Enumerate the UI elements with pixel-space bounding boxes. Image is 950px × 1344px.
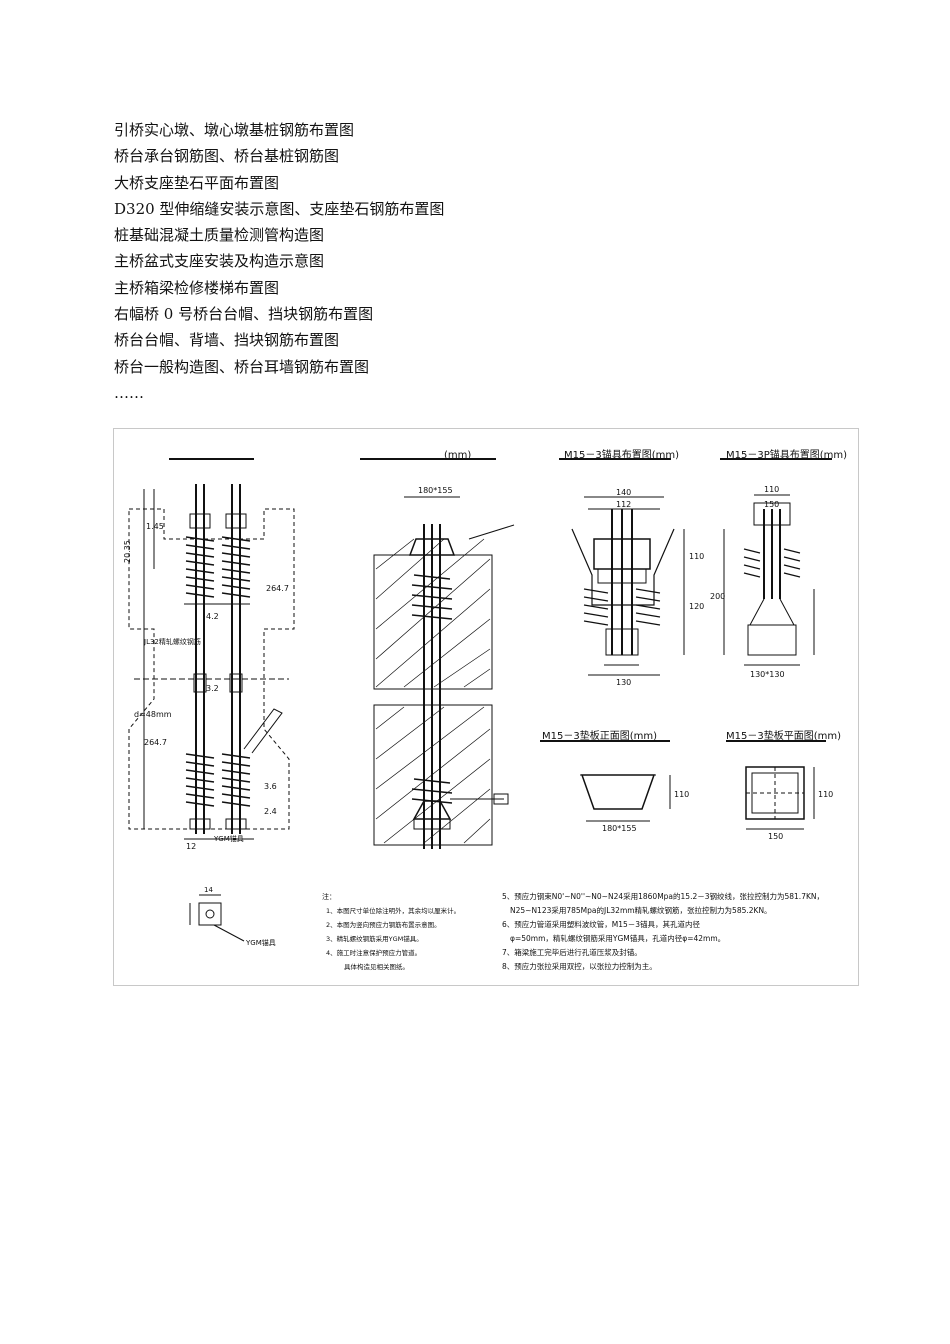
- dim-label: 180*155: [602, 824, 637, 833]
- list-item: 主桥盆式支座安装及构造示意图: [114, 252, 325, 271]
- dim-label: 264.7: [144, 738, 167, 747]
- dim-label: 2.4: [264, 807, 277, 816]
- pier-elevation-view: [128, 458, 295, 840]
- engineering-drawing: 20.35 1.45 264.7 264.7 d=48mm 4.2 3.2 3.…: [113, 428, 859, 986]
- duct-section-view: [360, 458, 515, 849]
- dim-label: 130: [616, 678, 631, 687]
- list-item: D320 型伸缩缝安装示意图、支座垫石钢筋布置图: [114, 199, 445, 218]
- dim-label: 120: [689, 602, 704, 611]
- dim-label: 150: [764, 500, 779, 509]
- list-item: 主桥箱梁检修楼梯布置图: [114, 278, 280, 297]
- dim-label: 130*130: [750, 670, 785, 679]
- note-line: 2、本图为竖向预应力钢筋布置示意图。: [326, 920, 441, 929]
- dim-label: 20.35: [123, 540, 132, 563]
- dim-label: 3.2: [206, 684, 219, 693]
- callout-label: JL32精轧螺纹钢筋: [143, 637, 201, 646]
- anchor-p-view: [720, 458, 832, 666]
- note-line: 7、箱梁施工完毕后进行孔道压浆及封锚。: [502, 947, 642, 957]
- note-line: N25~N123采用785Mpa的JL32mm精轧螺纹钢筋，张拉控制力为585.…: [510, 905, 772, 915]
- callout-label: YGM锚具: [213, 834, 244, 843]
- list-item: 大桥支座垫石平面布置图: [114, 173, 280, 192]
- callout-label: YGM锚具: [245, 938, 276, 947]
- dim-label: 150: [768, 832, 783, 841]
- dim-label: 110: [818, 790, 833, 799]
- view-title: M15－3P锚具布置图(mm): [726, 449, 847, 461]
- list-item: 桥台承台钢筋图、桥台基桩钢筋图: [114, 147, 340, 166]
- dim-label: 110: [674, 790, 689, 799]
- notes-heading: 注：: [322, 892, 336, 901]
- plate-front-view: [540, 740, 671, 822]
- dim-label: 264.7: [266, 584, 289, 593]
- list-ellipsis: ……: [114, 383, 144, 402]
- list-item: 桥台一般构造图、桥台耳墙钢筋布置图: [114, 357, 370, 376]
- note-line: 具体构造见相关图纸。: [344, 962, 409, 971]
- dim-label: 4.2: [206, 612, 219, 621]
- dim-label: 200: [710, 592, 725, 601]
- dim-label: 112: [616, 500, 631, 509]
- document-list: 引桥实心墩、墩心墩基桩钢筋布置图 桥台承台钢筋图、桥台基桩钢筋图 大桥支座垫石平…: [114, 117, 444, 406]
- dim-label: 14: [204, 886, 213, 894]
- section-title: (mm): [444, 450, 471, 461]
- plate-plan-view: [726, 740, 826, 830]
- dim-label: 3.6: [264, 782, 277, 791]
- note-line: 6、预应力管道采用塑料波纹管，M15－3锚具，其孔道内径: [502, 919, 701, 929]
- anchor-detail: [189, 894, 245, 942]
- list-item: 桩基础混凝土质量检测管构造图: [114, 226, 325, 245]
- note-line: 4、施工时注意保护预应力管道。: [326, 948, 421, 957]
- view-title: M15－3垫板平面图(mm): [726, 729, 841, 742]
- note-line: 5、预应力钢束N0'~N0''~N0~N24采用1860Mpa的15.2－3钢绞…: [502, 891, 824, 901]
- dim-label: 110: [764, 485, 779, 494]
- dim-label: 180*155: [418, 486, 453, 495]
- list-item: 引桥实心墩、墩心墩基桩钢筋布置图: [114, 121, 355, 139]
- list-item: 桥台台帽、背墙、挡块钢筋布置图: [114, 331, 340, 350]
- note-line: 8、预应力张拉采用双控，以张拉力控制为主。: [502, 961, 657, 971]
- note-line: 3、精轧螺纹钢筋采用YGM锚具。: [326, 934, 423, 943]
- anchor-layout-view: [559, 458, 685, 676]
- dim-label: d=48mm: [134, 710, 172, 719]
- dim-label: 1.45: [146, 522, 164, 531]
- list-item: 右幅桥 0 号桥台台帽、挡块钢筋布置图: [114, 305, 374, 324]
- view-title: M15－3锚具布置图(mm): [564, 449, 679, 461]
- note-line: 1、本图尺寸单位除注明外，其余均以厘米计。: [326, 906, 460, 915]
- dim-label: 110: [689, 552, 704, 561]
- dim-label: 140: [616, 488, 631, 497]
- note-line: φ=50mm，精轧螺纹钢筋采用YGM锚具，孔道内径φ=42mm。: [510, 933, 725, 943]
- dim-label: 12: [186, 842, 196, 851]
- view-title: M15－3垫板正面图(mm): [542, 729, 657, 742]
